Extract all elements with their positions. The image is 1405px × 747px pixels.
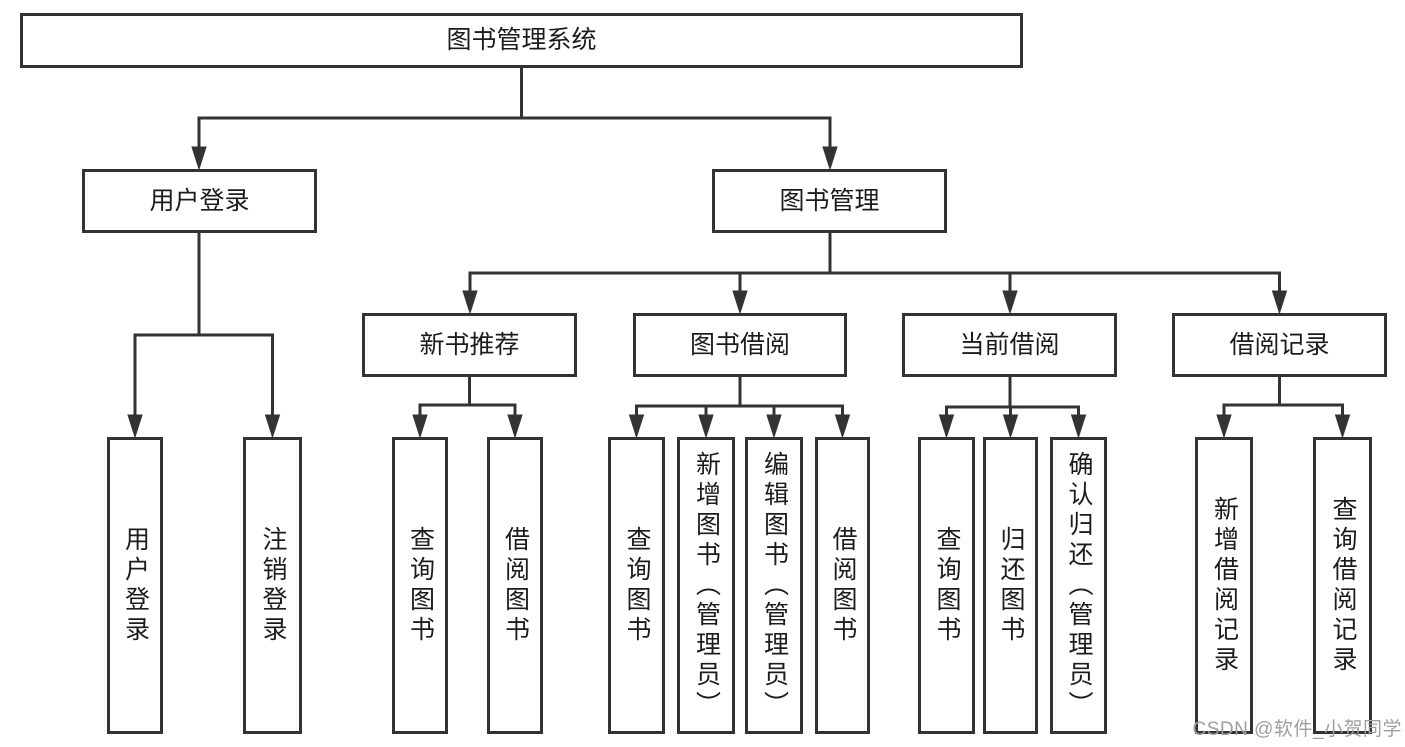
leaf-cb-confirm-return: 确认归还（管理员） [1050, 437, 1107, 734]
node-root: 图书管理系统 [20, 13, 1023, 68]
leaf-rec-query-books: 查询图书 [392, 437, 448, 734]
leaf-br-add-record-label: 新增借阅记录 [1210, 495, 1239, 676]
leaf-bb-edit-books-label: 编辑图书（管理员） [760, 450, 789, 721]
leaf-user-login: 用户登录 [107, 437, 163, 734]
edge-book-borrowing-children [628, 377, 851, 439]
leaf-bb-query-books-label: 查询图书 [623, 525, 651, 646]
leaf-bb-query-books: 查询图书 [608, 437, 665, 734]
node-user-login: 用户登录 [82, 169, 317, 233]
leaf-rec-query-books-label: 查询图书 [406, 525, 435, 646]
leaf-br-add-record: 新增借阅记录 [1195, 437, 1253, 734]
leaf-br-query-record-label: 查询借阅记录 [1329, 495, 1357, 676]
node-book-borrowing-label: 图书借阅 [689, 330, 790, 359]
leaf-user-login-label: 用户登录 [121, 525, 150, 646]
leaf-bb-add-books: 新增图书（管理员） [677, 437, 735, 734]
node-book-borrowing: 图书借阅 [633, 313, 847, 377]
csdn-watermark: CSDN @软件_小贺同学 [1192, 719, 1402, 740]
node-borrowing-records-label: 借阅记录 [1229, 330, 1330, 359]
edge-root-children [191, 68, 838, 171]
node-root-label: 图书管理系统 [446, 26, 597, 54]
node-new-book-rec-label: 新书推荐 [419, 330, 520, 359]
node-user-login-label: 用户登录 [149, 186, 250, 215]
edge-book-mgmt-children [462, 233, 1288, 315]
leaf-bb-edit-books: 编辑图书（管理员） [745, 437, 803, 734]
node-borrowing-records: 借阅记录 [1172, 313, 1387, 377]
node-book-mgmt-label: 图书管理 [779, 186, 880, 215]
edge-user-login-children [127, 233, 281, 439]
leaf-logout: 注销登录 [243, 437, 302, 734]
node-new-book-rec: 新书推荐 [362, 313, 577, 377]
edge-current-borrowing-children [938, 377, 1087, 439]
leaf-cb-query-books: 查询图书 [918, 437, 975, 734]
node-book-mgmt: 图书管理 [712, 169, 947, 233]
leaf-bb-add-books-label: 新增图书（管理员） [692, 450, 721, 721]
edge-new-book-rec-children [412, 377, 523, 439]
leaf-br-query-record: 查询借阅记录 [1313, 437, 1372, 734]
node-current-borrowing-label: 当前借阅 [959, 330, 1060, 359]
leaf-bb-borrow-books-label: 借阅图书 [829, 525, 857, 646]
leaf-cb-return-books-label: 归还图书 [997, 525, 1025, 646]
leaf-cb-query-books-label: 查询图书 [933, 525, 961, 646]
leaf-cb-return-books: 归还图书 [983, 437, 1038, 734]
leaf-rec-borrow-books-label: 借阅图书 [501, 525, 530, 646]
node-current-borrowing: 当前借阅 [902, 313, 1117, 377]
edge-borrowing-records-children [1216, 377, 1351, 439]
leaf-rec-borrow-books: 借阅图书 [487, 437, 543, 734]
leaf-bb-borrow-books: 借阅图书 [815, 437, 870, 734]
leaf-logout-label: 注销登录 [259, 525, 287, 646]
leaf-cb-confirm-return-label: 确认归还（管理员） [1065, 450, 1093, 721]
